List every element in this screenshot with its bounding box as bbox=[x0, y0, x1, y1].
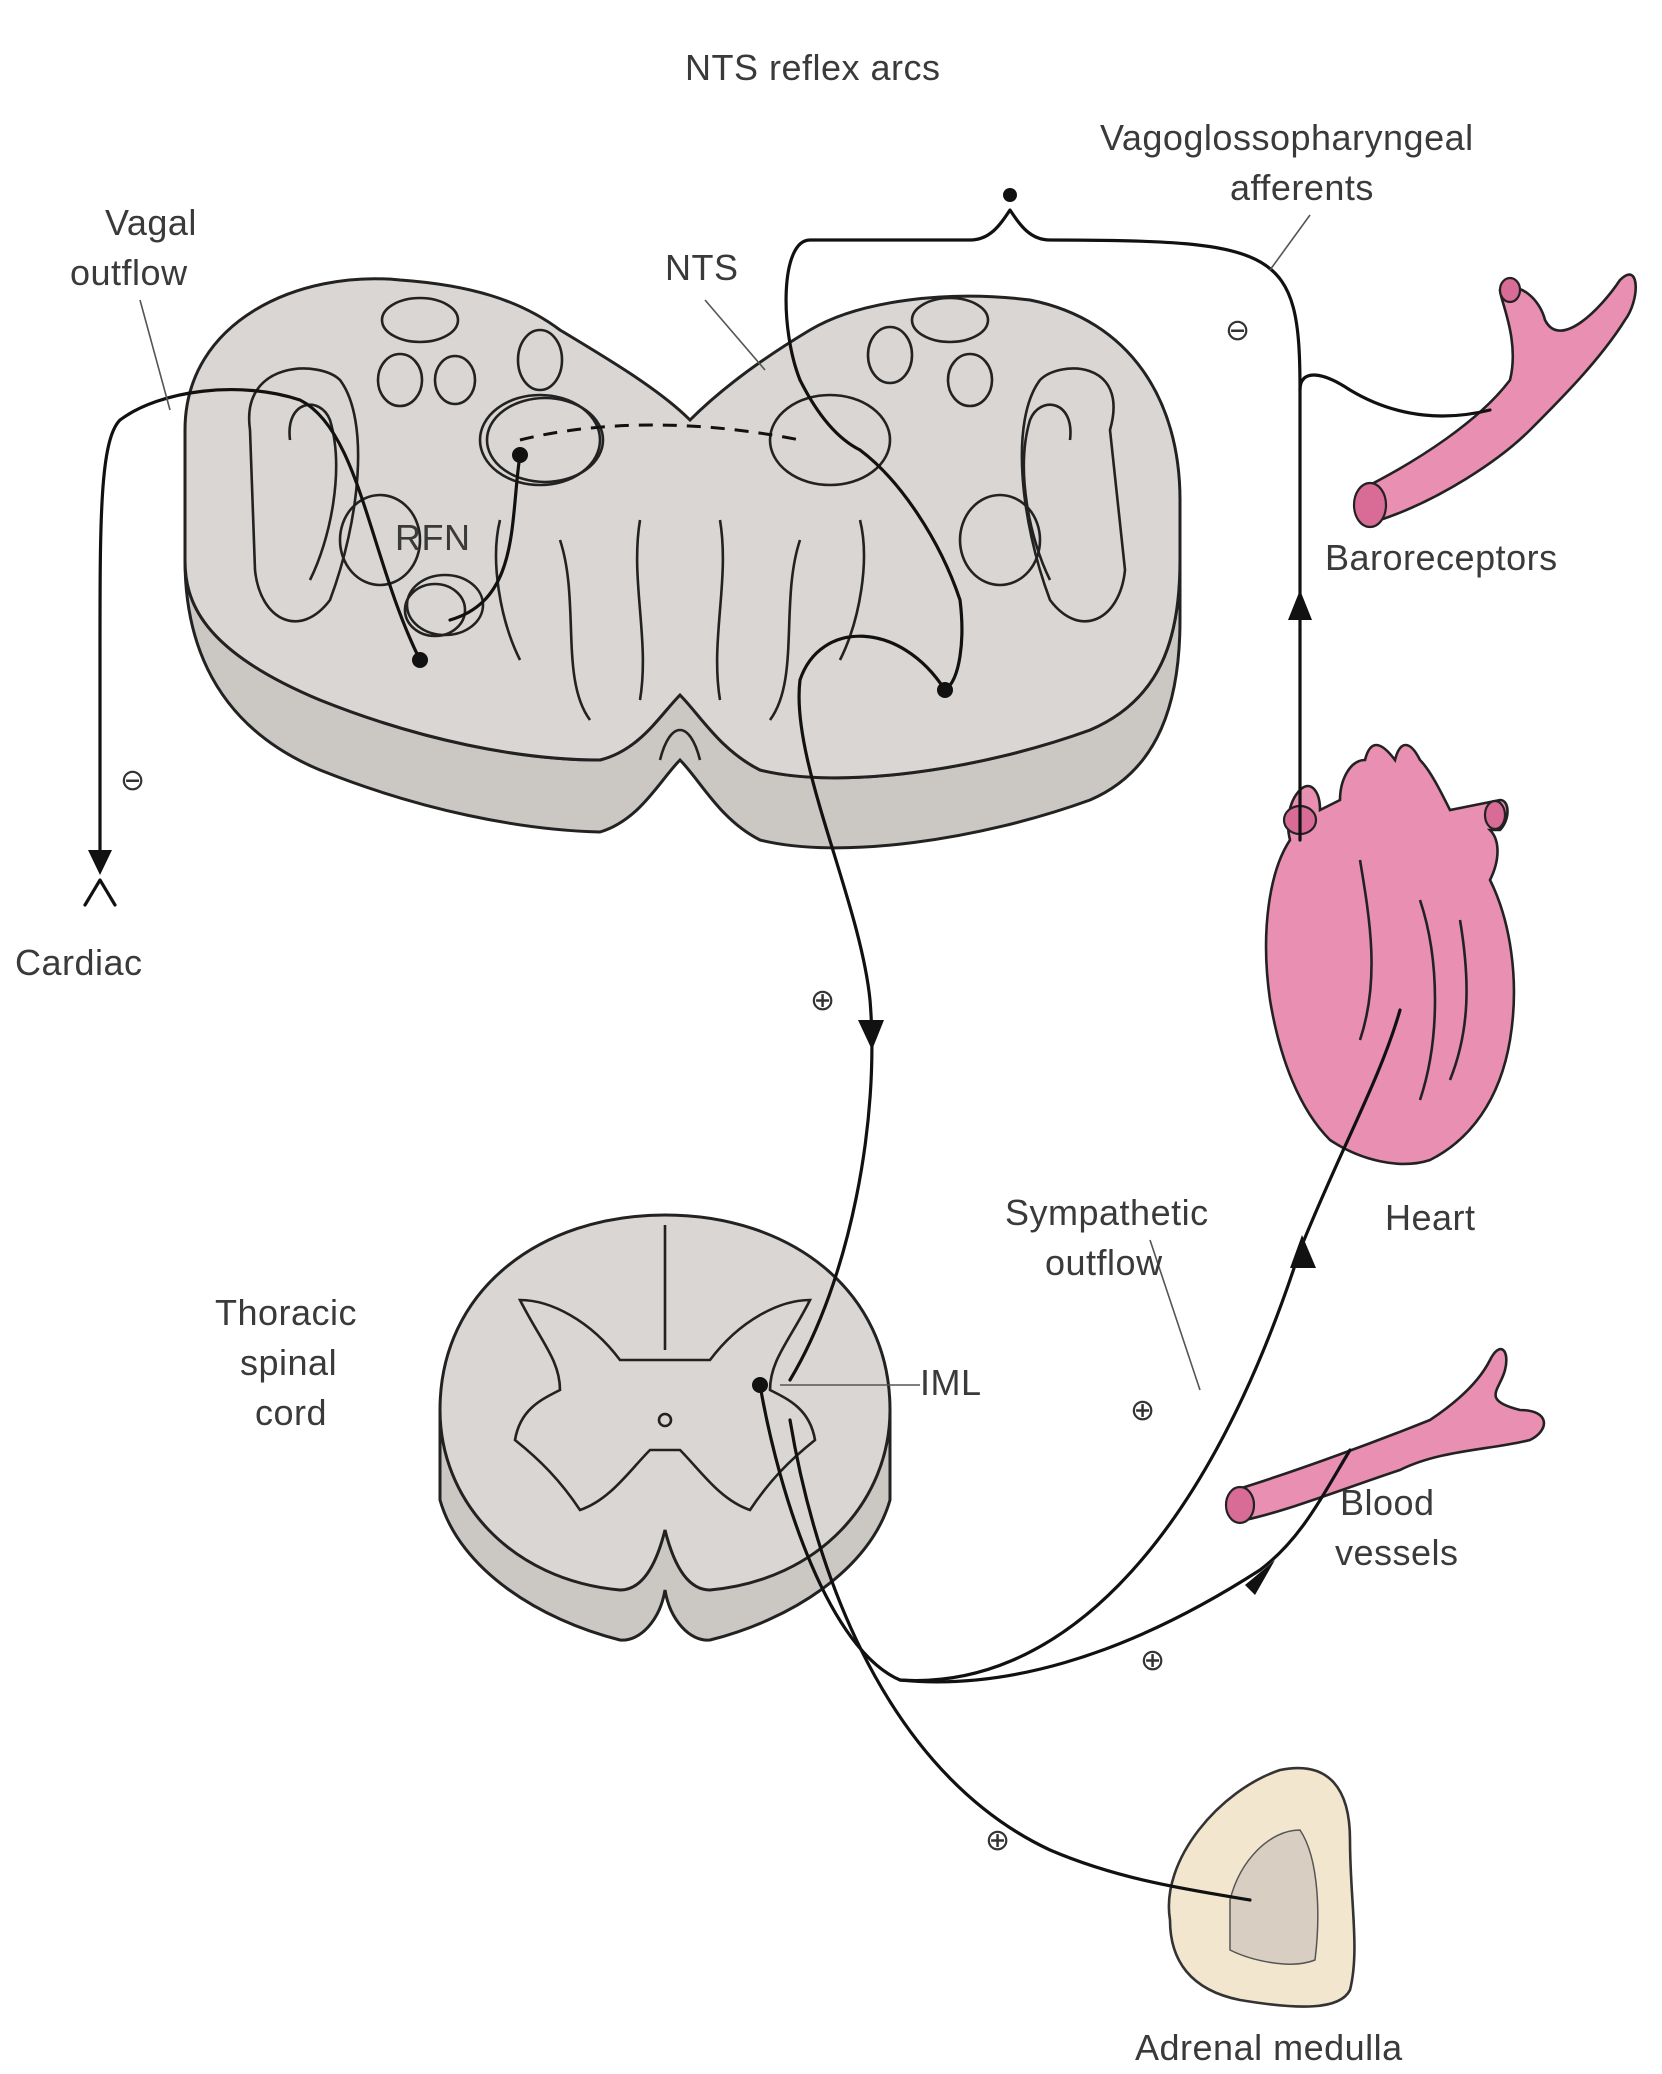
spinal-cord-section bbox=[438, 1213, 892, 1642]
label-iml: IML bbox=[920, 1362, 982, 1403]
label-baroreceptors: Baroreceptors bbox=[1325, 537, 1558, 578]
label-thoracic-2: spinal bbox=[240, 1342, 337, 1383]
label-adrenal-medulla: Adrenal medulla bbox=[1135, 2027, 1403, 2068]
pathways bbox=[83, 188, 1492, 1902]
label-rfn: RFN bbox=[395, 517, 471, 558]
baroreceptor-vessel bbox=[1352, 273, 1637, 529]
sign-vessel-excitatory: ⊕ bbox=[1140, 1643, 1165, 1678]
label-vago-2: afferents bbox=[1230, 167, 1374, 208]
label-blood-1: Blood bbox=[1340, 1482, 1435, 1523]
label-blood-2: vessels bbox=[1335, 1532, 1459, 1573]
label-cardiac: Cardiac bbox=[15, 942, 143, 983]
label-vago-1: Vagoglossopharyngeal bbox=[1100, 117, 1474, 158]
label-sympathetic-1: Sympathetic bbox=[1005, 1192, 1209, 1233]
signs: ⊖ ⊖ ⊕ ⊕ ⊕ ⊕ bbox=[120, 313, 1250, 1858]
label-heart: Heart bbox=[1385, 1197, 1476, 1238]
label-thoracic-3: cord bbox=[255, 1392, 327, 1433]
sign-afferent-inhibitory: ⊖ bbox=[1225, 313, 1250, 348]
medulla-section bbox=[183, 277, 1182, 850]
label-vagal-outflow-1: Vagal bbox=[105, 202, 197, 243]
labels: NTS reflex arcs Vagal outflow NTS Vagogl… bbox=[15, 47, 1558, 2068]
adrenal-gland bbox=[1167, 1766, 1356, 2008]
label-vagal-outflow-2: outflow bbox=[70, 252, 188, 293]
blood-vessel bbox=[1224, 1347, 1546, 1525]
label-thoracic-1: Thoracic bbox=[215, 1292, 357, 1333]
heart-illustration bbox=[1264, 743, 1516, 1166]
sign-adrenal-excitatory: ⊕ bbox=[985, 1823, 1010, 1858]
diagram-title: NTS reflex arcs bbox=[685, 47, 941, 88]
label-sympathetic-2: outflow bbox=[1045, 1242, 1163, 1283]
sign-descending-excitatory: ⊕ bbox=[810, 983, 835, 1018]
sign-heart-excitatory: ⊕ bbox=[1130, 1393, 1155, 1428]
label-nts: NTS bbox=[665, 247, 739, 288]
sign-vagal-inhibitory: ⊖ bbox=[120, 763, 145, 798]
